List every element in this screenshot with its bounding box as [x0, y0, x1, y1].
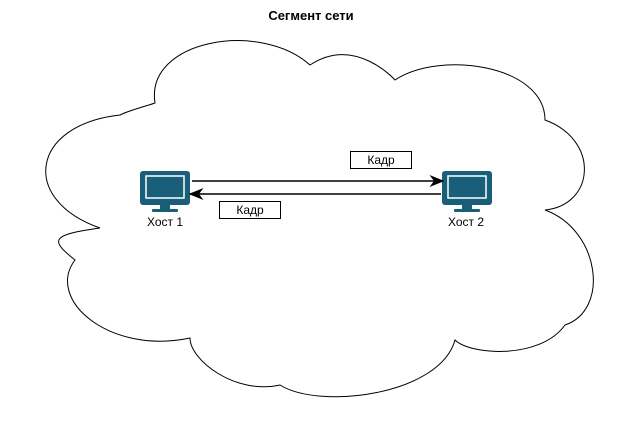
host-2-computer-icon	[442, 171, 492, 212]
host-1-computer-icon	[140, 171, 190, 212]
diagram-title: Сегмент сети	[268, 8, 354, 23]
network-cloud	[45, 40, 594, 398]
frame-label-forward: Кадр	[350, 151, 412, 169]
frame-label-backward: Кадр	[219, 201, 281, 219]
host-2-label: Хост 2	[447, 215, 485, 229]
host-1-label: Хост 1	[146, 215, 184, 229]
